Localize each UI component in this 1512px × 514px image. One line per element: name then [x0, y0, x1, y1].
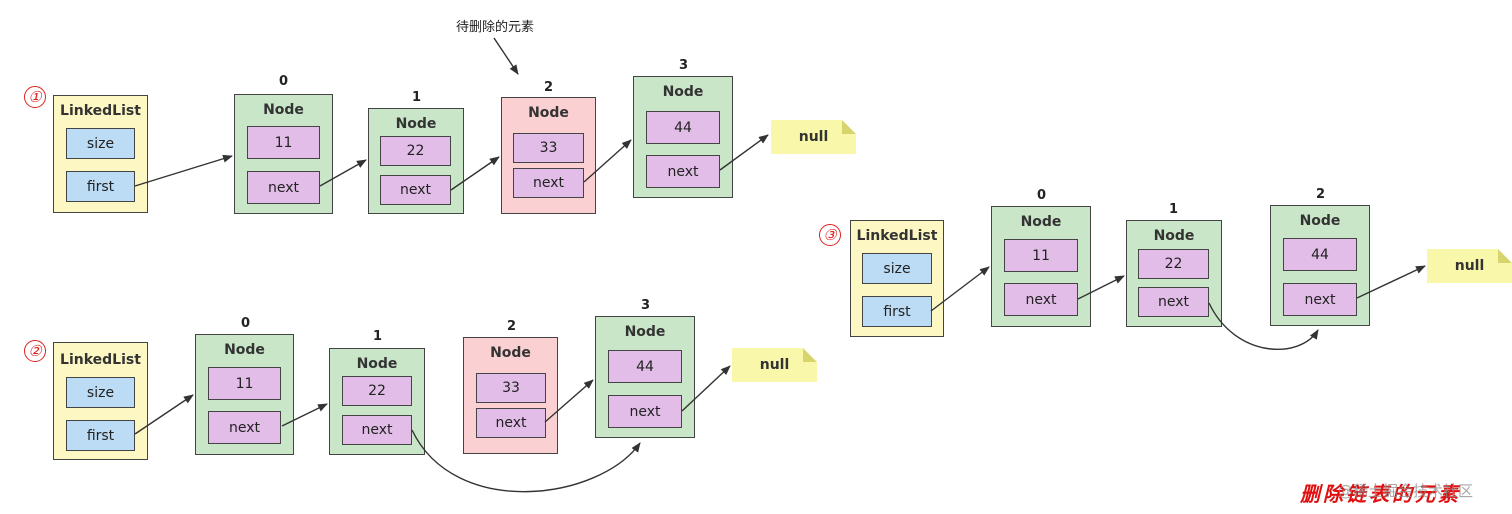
node-index: 0: [1037, 188, 1047, 203]
null-note-3: null: [1427, 249, 1512, 283]
node-index: 1: [412, 90, 422, 105]
linkedlist-title: LinkedList: [60, 103, 141, 119]
first-field: first: [66, 171, 135, 202]
node-value: 44: [1283, 238, 1357, 271]
node-value: 11: [1004, 239, 1078, 272]
next-field: next: [1004, 283, 1078, 316]
size-field: size: [66, 377, 135, 408]
step-marker-3: ③: [819, 224, 841, 246]
node-box-3-0: Node 11 next: [991, 206, 1091, 327]
next-field: next: [608, 395, 682, 428]
linkedlist-title: LinkedList: [60, 352, 141, 368]
first-field: first: [862, 296, 932, 327]
node-box-3-1: Node 22 next: [1126, 220, 1222, 327]
node-title: Node: [395, 116, 437, 132]
size-field: size: [66, 128, 135, 159]
node-index: 3: [679, 58, 689, 73]
node-title: Node: [528, 105, 569, 121]
node-index: 2: [1316, 187, 1326, 202]
node-value: 33: [513, 133, 584, 163]
next-field: next: [1138, 287, 1209, 317]
node-value: 11: [208, 367, 281, 400]
linkedlist-title: LinkedList: [856, 228, 938, 244]
arrow-first-to-node: [134, 154, 233, 187]
node-value: 11: [247, 126, 320, 159]
node-value: 33: [476, 373, 546, 403]
node-box-1-2-deleted: Node 33 next: [501, 97, 596, 214]
node-value: 22: [1138, 249, 1209, 279]
node-title: Node: [1153, 228, 1195, 244]
linkedlist-box-3: LinkedList size first: [850, 220, 944, 337]
node-index: 1: [373, 329, 383, 344]
next-field: next: [513, 168, 584, 198]
next-field: next: [380, 175, 451, 205]
node-box-1-0: Node 11 next: [234, 94, 333, 214]
linkedlist-box-1: LinkedList size first: [53, 95, 148, 213]
node-index: 2: [544, 80, 554, 95]
null-note-1: null: [771, 120, 856, 154]
next-field: next: [342, 415, 412, 445]
node-title: Node: [1020, 214, 1062, 230]
null-note-2: null: [732, 348, 817, 382]
node-title: Node: [356, 356, 398, 372]
node-box-1-3: Node 44 next: [633, 76, 733, 198]
next-field: next: [646, 155, 720, 188]
node-value: 44: [608, 350, 682, 383]
node-box-2-0: Node 11 next: [195, 334, 294, 455]
next-field: next: [476, 408, 546, 438]
next-field: next: [208, 411, 281, 444]
node-index: 2: [507, 319, 517, 334]
node-index: 0: [241, 316, 251, 331]
next-field: next: [247, 171, 320, 204]
node-box-1-1: Node 22 next: [368, 108, 464, 214]
node-index: 3: [641, 298, 651, 313]
first-field: first: [66, 420, 135, 451]
next-field: next: [1283, 283, 1357, 316]
node-index: 0: [279, 74, 289, 89]
node-box-2-3: Node 44 next: [595, 316, 695, 438]
node-title: Node: [263, 102, 304, 118]
node-value: 22: [342, 376, 412, 406]
node-box-3-2: Node 44 next: [1270, 205, 1370, 326]
node-box-2-2-deleted: Node 33 next: [463, 337, 558, 454]
watermark: @稀土掘金技术社区: [1338, 482, 1474, 500]
delete-annotation: 待删除的元素: [456, 20, 535, 35]
node-title: Node: [490, 345, 531, 361]
node-value: 22: [380, 136, 451, 166]
size-field: size: [862, 253, 932, 284]
linkedlist-box-2: LinkedList size first: [53, 342, 148, 460]
diagram-caption: 删除链表的元素: [1300, 482, 1461, 506]
node-title: Node: [224, 342, 265, 358]
node-title: Node: [624, 324, 666, 340]
node-box-2-1: Node 22 next: [329, 348, 425, 455]
node-index: 1: [1169, 202, 1179, 217]
arrow-annotation: [493, 37, 519, 75]
step-marker-2: ②: [24, 340, 46, 362]
node-title: Node: [1299, 213, 1341, 229]
step-marker-1: ①: [24, 86, 46, 108]
node-value: 44: [646, 111, 720, 144]
node-title: Node: [662, 84, 704, 100]
